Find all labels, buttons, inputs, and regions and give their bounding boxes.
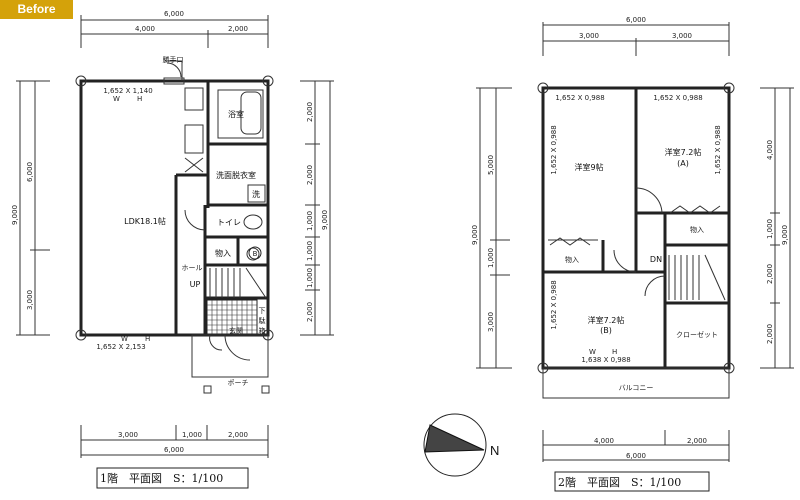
dim-top-b: 2,000 (228, 25, 248, 33)
window-top-h: H (137, 95, 142, 103)
f2-dim-right-a: 4,000 (766, 140, 774, 160)
dim-right-a: 2,000 (306, 102, 314, 122)
room-western-72a-tag: (A) (677, 159, 689, 168)
room-storage: 物入 (215, 248, 231, 258)
f2-window-3: 1,652 X 0,988 (550, 125, 558, 174)
before-badge: Before (0, 0, 73, 19)
floor1-title: 1階 平面図 S：1/100 (100, 471, 223, 485)
f2-dim-top-a: 3,000 (579, 32, 599, 40)
balcony-label: バルコニー (619, 384, 654, 392)
shoe-box-2: 駄 (259, 316, 266, 325)
dim-left-b: 3,000 (26, 290, 34, 310)
north-compass: N (423, 413, 499, 477)
porch-label: ポーチ (228, 379, 249, 387)
window-bottom-size: 1,652 X 2,153 (96, 343, 145, 351)
f2-dim-right-d: 2,000 (766, 324, 774, 344)
dim-top-total: 6,000 (164, 10, 184, 18)
dim-bottom-b: 1,000 (182, 431, 202, 439)
room-bath: 浴室 (228, 109, 244, 119)
floor2-dimension-lines (476, 22, 794, 462)
dim-bottom-total: 6,000 (164, 446, 184, 454)
f2-dim-left-c: 3,000 (487, 312, 495, 332)
room-toilet: トイレ (217, 218, 241, 227)
f2-dim-left-b: 1,000 (487, 248, 495, 268)
washer-mark: 洗 (252, 189, 260, 199)
floor2-plan: 6,000 3,000 3,000 4,000 2,000 6,000 9,00… (471, 16, 794, 492)
floor2-fixtures (537, 82, 735, 399)
back-door-label: 勝手口 (163, 55, 184, 64)
room-western-9: 洋室9帖 (574, 162, 603, 172)
dim-right-f: 2,000 (306, 302, 314, 322)
dim-right-d: 1,000 (306, 241, 314, 261)
f2-window-6-h: H (612, 348, 617, 356)
f2-window-4: 1,652 X 0,988 (714, 125, 722, 174)
b-mark: B (253, 250, 258, 258)
floor1-fixtures (75, 60, 274, 394)
f2-dim-bottom-total: 6,000 (626, 452, 646, 460)
f2-dim-right-b: 1,000 (766, 219, 774, 239)
dim-bottom-c: 2,000 (228, 431, 248, 439)
f2-dim-right-c: 2,000 (766, 264, 774, 284)
floor2-walls (541, 86, 731, 370)
window-bottom-h: H (145, 335, 150, 343)
dim-right-e: 1,000 (306, 268, 314, 288)
shoe-box-1: 下 (259, 307, 266, 315)
f2-window-6: 1,638 X 0,988 (581, 356, 630, 364)
f2-window-2: 1,652 X 0,988 (653, 94, 702, 102)
window-bottom-w: W (121, 335, 128, 343)
shoe-box-3: 箱 (259, 326, 266, 335)
f2-dim-left-total: 9,000 (471, 225, 479, 245)
floor2-title-box (554, 471, 710, 492)
f2-dim-left-a: 5,000 (487, 155, 495, 175)
f2-dim-top-b: 3,000 (672, 32, 692, 40)
stairs-floor1 (209, 267, 267, 299)
dim-right-total: 9,000 (321, 210, 329, 230)
f2-dim-bottom-a: 4,000 (594, 437, 614, 445)
stairs-up-label: UP (190, 280, 201, 289)
dim-left-a: 6,000 (26, 162, 34, 182)
f2-dim-right-total: 9,000 (781, 225, 789, 245)
room-entrance: 玄関 (229, 326, 243, 335)
f2-dim-top-total: 6,000 (626, 16, 646, 24)
room-hall: ホール (182, 264, 203, 272)
room-western-72b: 洋室7.2帖 (588, 315, 625, 325)
stairs-down-label: DN (650, 255, 662, 264)
room-storage-2: 物入 (690, 225, 704, 234)
room-washroom: 洗面脱衣室 (216, 170, 256, 180)
floor1-walls (79, 79, 270, 337)
floor1-dimension-lines (16, 15, 334, 458)
window-top-size: 1,652 X 1,140 (103, 87, 152, 95)
dim-right-b: 2,000 (306, 165, 314, 185)
floor1-plan: 6,000 4,000 2,000 3,000 1,000 2,000 6,00… (11, 10, 334, 489)
room-western-72a: 洋室7.2帖 (665, 147, 702, 157)
window-top-w: W (113, 95, 120, 103)
f2-window-5: 1,652 X 0,988 (550, 280, 558, 329)
room-storage-1: 物入 (565, 255, 579, 264)
f2-window-1: 1,652 X 0,988 (555, 94, 604, 102)
f2-dim-bottom-b: 2,000 (687, 437, 707, 445)
f2-window-6-w: W (589, 348, 596, 356)
b-mark-circle (248, 246, 262, 260)
dim-top-a: 4,000 (135, 25, 155, 33)
floor2-title: 2階 平面図 S：1/100 (558, 475, 681, 489)
room-western-72b-tag: (B) (600, 326, 612, 335)
floor1-title-box (96, 467, 249, 489)
dim-right-c: 1,000 (306, 211, 314, 231)
entrance-tiles (206, 299, 258, 335)
dim-left-total: 9,000 (11, 205, 19, 225)
room-closet: クローゼット (676, 330, 718, 339)
dim-bottom-a: 3,000 (118, 431, 138, 439)
north-label: N (490, 443, 499, 458)
room-ldk: LDK18.1帖 (124, 216, 166, 226)
